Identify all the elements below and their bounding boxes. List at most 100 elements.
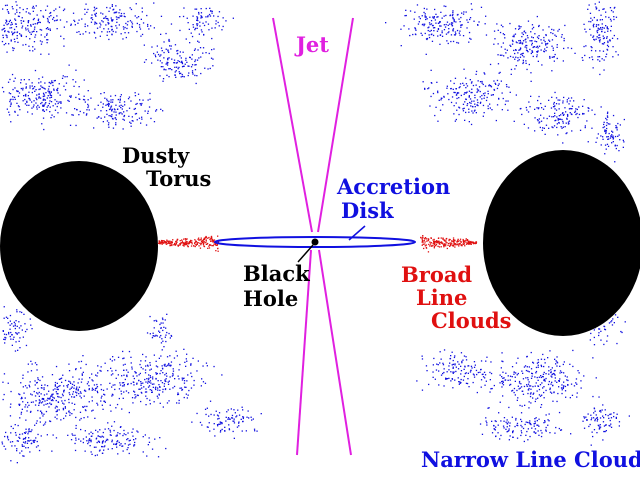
narrow-line-cloud-dot — [170, 23, 173, 25]
narrow-line-cloud-dot — [24, 397, 26, 399]
broad-line-cloud-dot — [449, 238, 451, 241]
narrow-line-cloud-dot — [99, 26, 101, 28]
narrow-line-cloud-dot — [178, 71, 180, 73]
narrow-line-cloud-dot — [24, 442, 26, 444]
narrow-line-cloud-dot — [624, 321, 626, 323]
narrow-line-cloud-dot — [487, 407, 489, 409]
narrow-line-cloud-dot — [582, 112, 584, 115]
narrow-line-cloud-dot — [199, 21, 201, 23]
narrow-line-cloud-dot — [470, 123, 473, 126]
narrow-line-cloud-dot — [510, 45, 512, 47]
narrow-line-cloud-dot — [120, 426, 122, 428]
narrow-line-cloud-dot — [140, 381, 142, 383]
broad-line-cloud-dot — [185, 243, 187, 245]
narrow-line-cloud-dot — [72, 79, 74, 81]
narrow-line-cloud-dot — [30, 25, 32, 27]
narrow-line-cloud-dot — [512, 436, 514, 438]
narrow-line-cloud-dot — [242, 416, 244, 418]
narrow-line-cloud-dot — [557, 134, 559, 136]
narrow-line-cloud-dot — [114, 94, 117, 97]
narrow-line-cloud-dot — [550, 107, 553, 109]
narrow-line-cloud-dot — [181, 388, 184, 391]
narrow-line-cloud-dot — [424, 15, 426, 17]
narrow-line-cloud-dot — [60, 377, 63, 379]
narrow-line-cloud-dot — [49, 81, 51, 84]
narrow-line-cloud-dot — [111, 108, 113, 110]
narrow-line-cloud-dot — [157, 380, 159, 382]
broad-line-cloud-dot — [208, 236, 210, 239]
narrow-line-cloud-dot — [103, 400, 106, 402]
broad-line-cloud-dot — [173, 244, 175, 246]
narrow-line-cloud-dot — [32, 106, 35, 108]
broad-line-cloud-dot — [458, 243, 460, 245]
broad-line-cloud-dot — [421, 241, 423, 243]
narrow-line-cloud-dot — [160, 54, 162, 56]
narrow-line-cloud-dot — [56, 392, 58, 395]
narrow-line-cloud-dot — [167, 381, 169, 383]
narrow-line-cloud-dot — [439, 21, 441, 23]
narrow-line-cloud-dot — [109, 404, 111, 406]
narrow-line-cloud-dot — [450, 87, 452, 90]
narrow-line-cloud-dot — [447, 93, 449, 95]
narrow-line-cloud-dot — [24, 330, 27, 333]
narrow-line-cloud-dot — [115, 369, 117, 372]
narrow-line-cloud-dot — [453, 91, 455, 94]
narrow-line-cloud-dot — [554, 358, 556, 360]
broad-line-cloud-dot — [201, 240, 203, 242]
narrow-line-cloud-dot — [131, 120, 133, 122]
narrow-line-cloud-dot — [166, 331, 168, 334]
narrow-line-cloud-dot — [534, 117, 536, 119]
narrow-line-cloud-dot — [125, 434, 127, 436]
narrow-line-cloud-dot — [509, 425, 511, 427]
narrow-line-cloud-dot — [99, 429, 101, 431]
narrow-line-cloud-dot — [166, 375, 168, 377]
narrow-line-cloud-dot — [544, 133, 546, 135]
narrow-line-cloud-dot — [500, 434, 502, 437]
broad-line-cloud-dot — [453, 241, 455, 243]
narrow-line-cloud-dot — [9, 19, 11, 21]
narrow-line-cloud-dot — [493, 88, 495, 91]
narrow-line-cloud-dot — [600, 330, 602, 332]
narrow-line-cloud-dot — [107, 18, 109, 20]
narrow-line-cloud-dot — [537, 99, 539, 102]
narrow-line-cloud-dot — [185, 57, 187, 59]
narrow-line-cloud-dot — [141, 118, 143, 120]
narrow-line-cloud-dot — [493, 384, 495, 387]
narrow-line-cloud-dot — [211, 37, 213, 40]
narrow-line-cloud-dot — [599, 409, 602, 412]
narrow-line-cloud-dot — [164, 388, 167, 391]
narrow-line-cloud-dot — [526, 68, 528, 71]
narrow-line-cloud-dot — [140, 360, 142, 362]
narrow-line-cloud-dot — [149, 315, 151, 318]
narrow-line-cloud-dot — [13, 32, 15, 34]
narrow-line-cloud-dot — [452, 367, 454, 369]
narrow-line-cloud-dot — [25, 11, 27, 13]
narrow-line-cloud-dot — [22, 455, 24, 457]
narrow-line-cloud-dot — [157, 456, 160, 458]
narrow-line-cloud-dot — [454, 31, 457, 33]
narrow-line-cloud-dot — [431, 40, 434, 42]
narrow-line-cloud-dot — [131, 21, 133, 23]
narrow-line-cloud-dot — [166, 61, 168, 63]
narrow-line-cloud-dot — [132, 381, 134, 383]
narrow-line-cloud-dot — [195, 64, 197, 66]
narrow-line-cloud-dot — [432, 371, 434, 373]
narrow-line-cloud-dot — [551, 376, 553, 378]
narrow-line-cloud-dot — [599, 50, 601, 52]
narrow-line-cloud-dot — [55, 410, 57, 413]
narrow-line-cloud-dot — [194, 27, 197, 30]
broad-line-cloud-dot — [183, 245, 185, 247]
narrow-line-cloud-dot — [428, 36, 431, 39]
narrow-line-cloud-dot — [473, 376, 476, 378]
narrow-line-cloud-dot — [520, 26, 522, 28]
narrow-line-cloud-dot — [179, 29, 181, 32]
narrow-line-cloud-dot — [22, 374, 24, 376]
narrow-line-cloud-dot — [128, 115, 130, 117]
narrow-line-cloud-dot — [515, 41, 517, 43]
narrow-line-cloud-dot — [74, 442, 76, 445]
narrow-line-cloud-dot — [571, 113, 573, 116]
narrow-line-cloud-dot — [569, 363, 571, 365]
narrow-line-cloud-dot — [194, 64, 196, 66]
narrow-line-cloud-dot — [543, 391, 545, 394]
narrow-line-cloud-dot — [185, 38, 187, 40]
